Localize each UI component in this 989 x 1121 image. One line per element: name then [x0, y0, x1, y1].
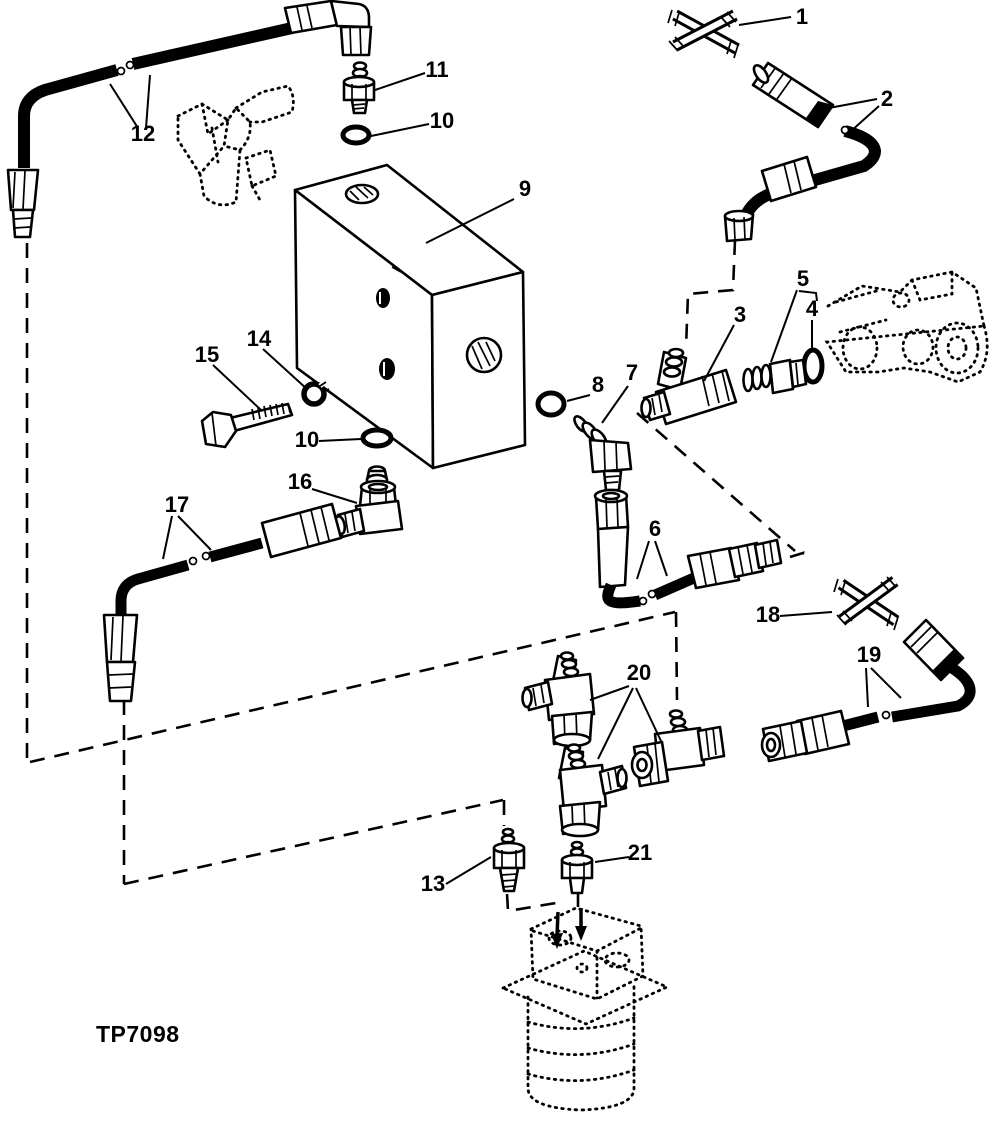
- phantom-valve-right: [824, 270, 989, 384]
- callout-15: 15: [195, 342, 219, 367]
- lock-washer-14: [301, 377, 330, 407]
- callout-21: 21: [628, 840, 652, 865]
- callout-leaders: [109, 16, 902, 885]
- callout-14: 14: [247, 326, 272, 351]
- o-ring-10-top: [340, 124, 372, 146]
- callout-17: 17: [165, 492, 189, 517]
- callout-13: 13: [421, 871, 445, 896]
- fitting-21: [560, 840, 594, 895]
- hose-assembly-19: [760, 618, 976, 763]
- adapter-fitting-11: [342, 61, 376, 115]
- hose-assembly-6: [593, 488, 783, 609]
- elbow-fitting-7: [573, 415, 633, 492]
- assembly-dashed-lines: [25, 239, 805, 913]
- callout-11: 11: [425, 57, 448, 82]
- callout-9: 9: [519, 176, 531, 201]
- callout-18: 18: [756, 602, 780, 627]
- callout-4: 4: [806, 296, 819, 321]
- callout-10-left: 10: [295, 427, 319, 452]
- o-ring-4: [801, 347, 825, 385]
- valve-block: [293, 163, 527, 470]
- tee-fittings-20: [521, 651, 726, 838]
- callout-10-top: 10: [430, 108, 454, 133]
- callout-3: 3: [734, 302, 746, 327]
- callout-8: 8: [592, 372, 604, 397]
- coupler-hose-2: [723, 61, 881, 243]
- o-ring-8: [535, 390, 567, 418]
- callout-2: 2: [881, 86, 893, 111]
- tee-fitting-3: [640, 347, 738, 426]
- callout-16: 16: [288, 469, 312, 494]
- fitting-13: [492, 827, 526, 893]
- figure-code: TP7098: [96, 1021, 180, 1047]
- callout-5: 5: [797, 266, 809, 291]
- cap-screw-15: [200, 402, 294, 449]
- callout-12: 12: [131, 121, 155, 146]
- assembly-arrows: [551, 908, 587, 949]
- callout-6: 6: [649, 516, 661, 541]
- callout-1: 1: [796, 4, 808, 29]
- elbow-hose-17: [102, 502, 343, 703]
- elbow-adapter-16: [333, 465, 404, 539]
- callout-7: 7: [626, 360, 638, 385]
- cross-fitting-1: [667, 9, 740, 59]
- phantom-motor-bottom: [499, 906, 671, 1112]
- callout-labels: 1 2 3 4 5 6 7 8 9 10 10 11 12 13 14 15 1…: [131, 4, 893, 896]
- elbow-hose-12: [6, 0, 373, 239]
- callout-19: 19: [857, 642, 881, 667]
- barbed-connector-5: [742, 358, 808, 395]
- o-ring-10-left: [360, 427, 394, 449]
- cross-fitting-18: [833, 576, 900, 631]
- callout-20: 20: [627, 660, 651, 685]
- phantom-bracket-top-left: [176, 84, 295, 207]
